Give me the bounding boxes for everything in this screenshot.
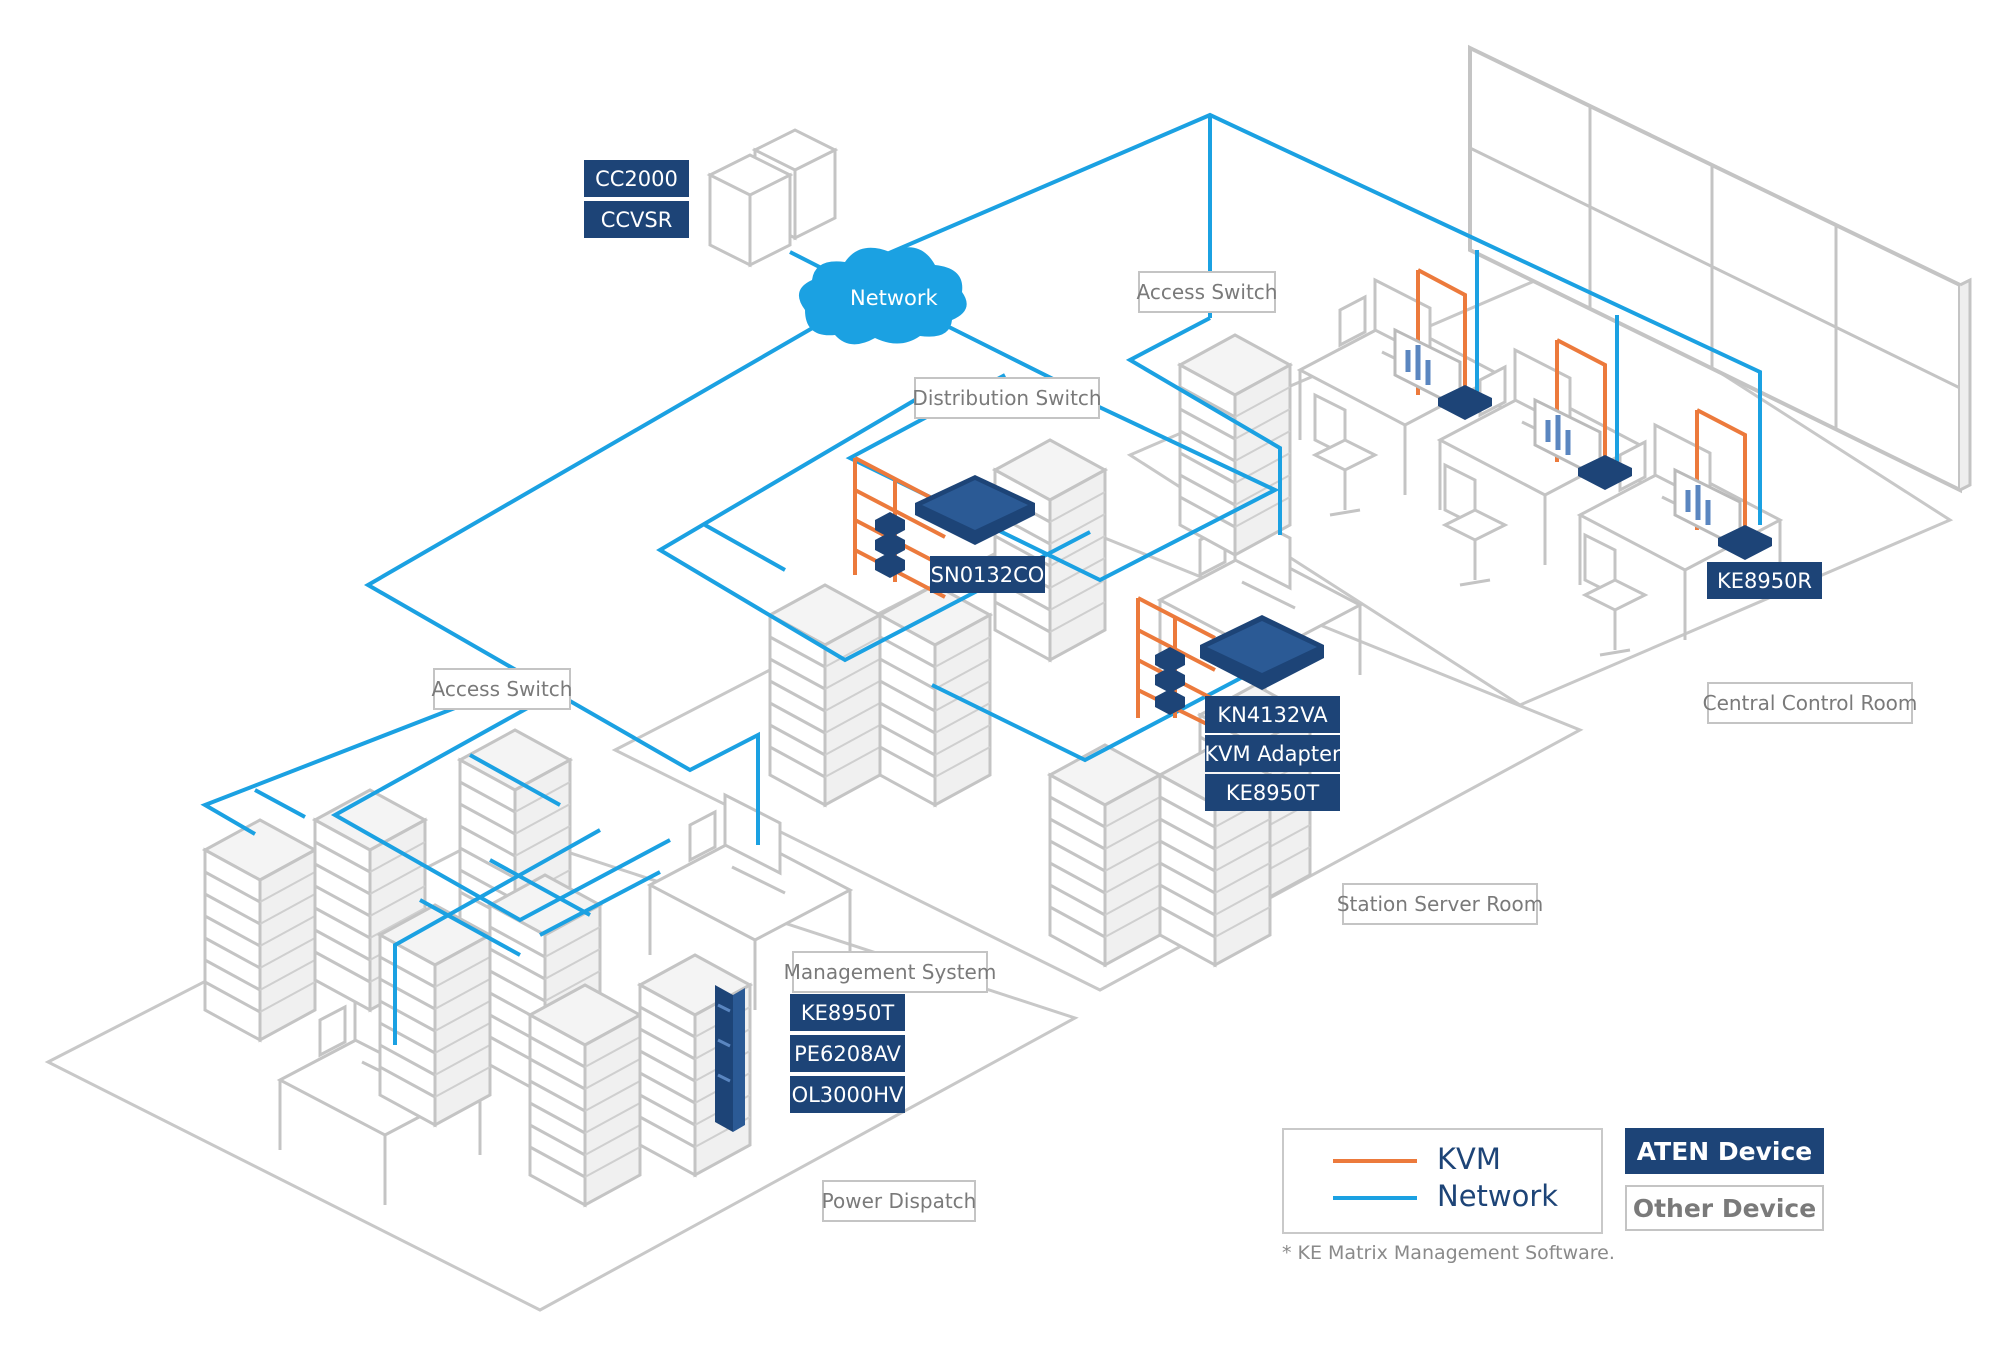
legend-footnote: * KE Matrix Management Software. <box>1282 1242 1615 1264</box>
ke8950r-devices <box>1438 385 1772 560</box>
distribution-switch-label: Distribution Switch <box>912 377 1102 419</box>
legend-network-label: Network <box>1437 1179 1559 1213</box>
legend-kvm-swatch <box>1333 1159 1417 1163</box>
room-label-central-control-room: Central Control Room <box>1703 682 1917 724</box>
sn0132co-device <box>875 475 1035 578</box>
control-chair-2 <box>1443 463 1507 587</box>
video-wall <box>1468 44 1972 494</box>
power-dispatch-aten-tower <box>715 985 745 1132</box>
legend-network-swatch <box>1333 1196 1417 1200</box>
control-chair-1 <box>1313 393 1377 517</box>
network-cloud-label: Network <box>850 286 938 310</box>
dispatch-rack-a <box>203 818 317 1042</box>
management-system-label: Management System <box>784 951 996 993</box>
network-cloud <box>798 247 967 345</box>
legend-other-device: Other Device <box>1625 1185 1824 1231</box>
legend-kvm-label: KVM <box>1437 1142 1501 1176</box>
device-label-ccvsr: CCVSR <box>584 201 689 238</box>
control-chair-3 <box>1583 533 1647 657</box>
access-switch-label-right: Access Switch <box>1137 271 1277 313</box>
device-label-ke8950t-server: KE8950T <box>1205 774 1340 811</box>
legend-box <box>1282 1128 1603 1234</box>
device-label-ke8950t-dispatch: KE8950T <box>790 994 905 1031</box>
device-label-ke8950r: KE8950R <box>1707 562 1822 599</box>
access-switch-label-left: Access Switch <box>432 668 572 710</box>
dispatch-rack-e <box>528 983 642 1207</box>
legend-aten-device: ATEN Device <box>1625 1128 1824 1174</box>
kn4132va-device <box>1155 615 1324 715</box>
cc2000-servers <box>706 128 839 268</box>
device-label-cc2000: CC2000 <box>584 160 689 197</box>
device-label-kn4132va: KN4132VA <box>1205 696 1340 733</box>
server-rack-top <box>993 438 1107 662</box>
device-label-sn0132co: SN0132CO <box>930 556 1045 593</box>
room-label-station-server-room: Station Server Room <box>1337 883 1543 925</box>
device-label-ol3000hv: OL3000HV <box>790 1076 905 1113</box>
server-rack-a <box>768 583 882 807</box>
device-label-pe6208av: PE6208AV <box>790 1035 905 1072</box>
room-label-power-dispatch: Power Dispatch <box>822 1180 976 1222</box>
server-rack-b <box>878 583 992 807</box>
control-monitors <box>1393 327 1742 551</box>
device-label-kvm-adapter: KVM Adapter <box>1204 735 1341 772</box>
server-rack-d <box>1048 743 1162 967</box>
